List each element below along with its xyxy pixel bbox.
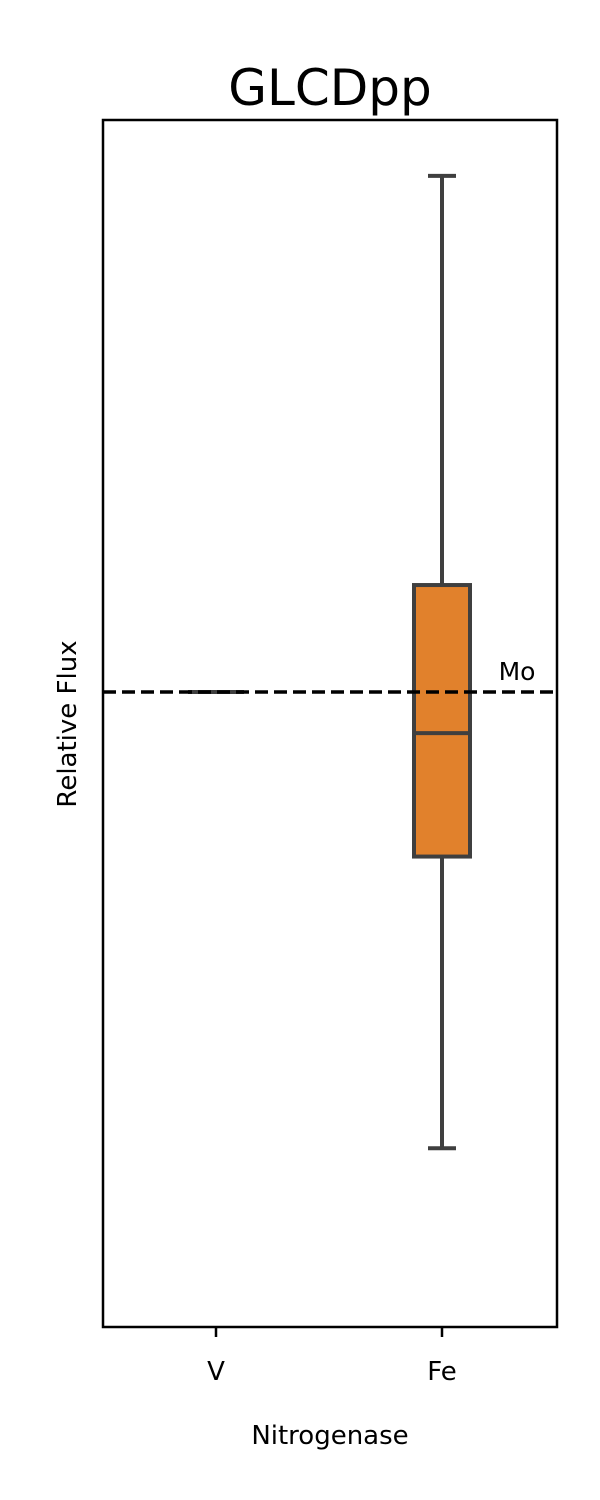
box-fe	[412, 583, 472, 859]
plot-area	[103, 173, 557, 1151]
reference-line-label: Mo	[499, 657, 536, 686]
axes-frame	[101, 118, 559, 1329]
box-group-fe	[412, 173, 472, 1151]
y-axis-label: Relative Flux	[53, 640, 83, 807]
x-tick-label-fe: Fe	[427, 1357, 457, 1387]
chart-title: GLCDpp	[228, 59, 432, 117]
x-axis-label: Nitrogenase	[251, 1421, 408, 1451]
x-tick-label-v: V	[207, 1357, 225, 1387]
